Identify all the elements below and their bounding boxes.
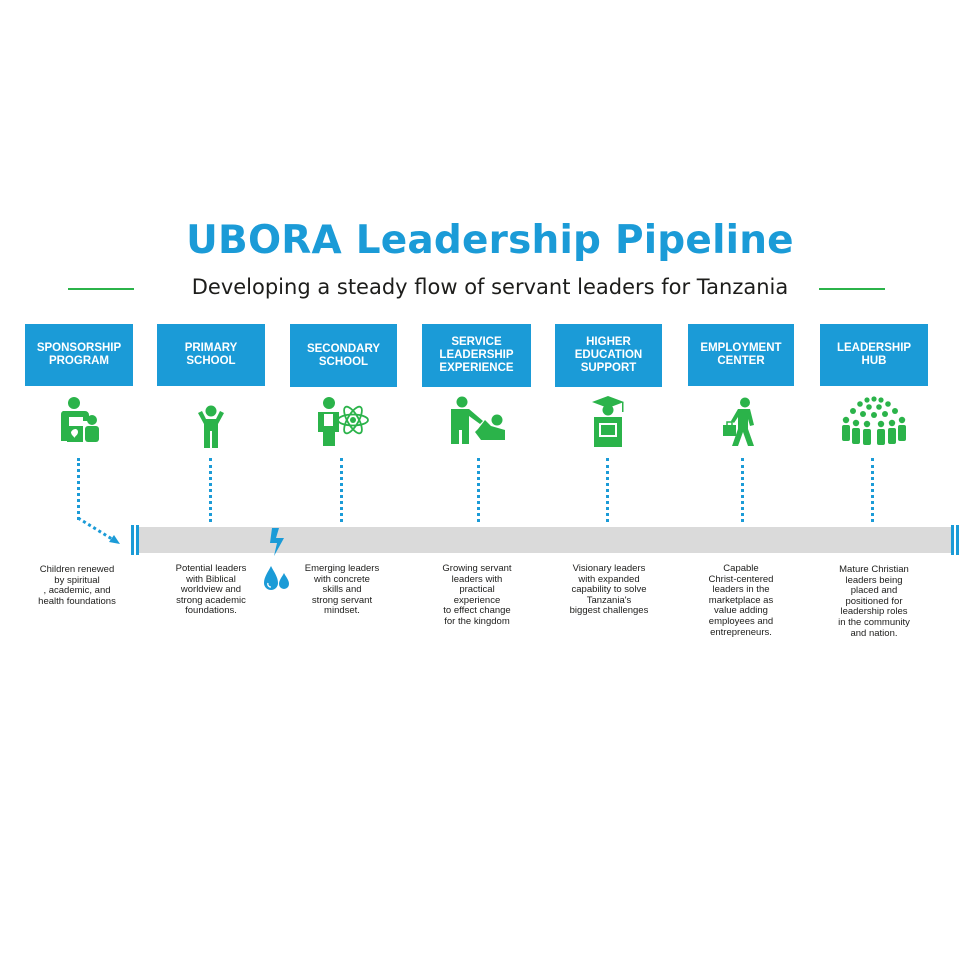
pipeline-cap-right-2 [956, 525, 959, 555]
stage-box-higher-ed: HIGHER EDUCATION SUPPORT [555, 324, 662, 387]
stage-box-sponsorship: SPONSORSHIP PROGRAM [25, 324, 133, 386]
crack-icon [270, 528, 284, 556]
stage-desc-employment: Capable Christ-centered leaders in the m… [708, 563, 774, 638]
stage-box-service: SERVICE LEADERSHIP EXPERIENCE [422, 324, 531, 387]
stage-desc-primary: Potential leaders with Biblical worldvie… [175, 563, 247, 617]
pipeline-cap-right-1 [951, 525, 954, 555]
title-rule-left [68, 288, 134, 290]
parent-child-icon [60, 397, 99, 442]
stage-box-secondary: SECONDARY SCHOOL [290, 324, 397, 387]
pipeline-cap-left-2 [136, 525, 139, 555]
stage-box-primary: PRIMARY SCHOOL [157, 324, 265, 386]
pipeline-bar [139, 527, 951, 553]
child-icon [198, 405, 224, 448]
water-drops-icon [264, 566, 289, 590]
connector-sponsorship [77, 458, 80, 520]
connector-arrow-icon [77, 516, 120, 544]
connector-higher-ed [606, 458, 609, 522]
connector-primary [209, 458, 212, 522]
helping-hand-icon [451, 396, 505, 444]
title-rule-right [819, 288, 885, 290]
stage-desc-higher-ed: Visionary leaders with expanded capabili… [569, 563, 649, 617]
stage-desc-leadership-hub: Mature Christian leaders being placed an… [838, 564, 910, 639]
stage-box-employment: EMPLOYMENT CENTER [688, 324, 794, 386]
connector-service [477, 458, 480, 522]
connector-secondary [340, 458, 343, 522]
graduate-icon [592, 396, 624, 447]
stage-desc-sponsorship: Children renewed by spiritual , academic… [38, 564, 116, 607]
student-atom-icon [318, 397, 369, 446]
crowd-icon [842, 396, 906, 445]
stage-desc-service: Growing servant leaders with practical e… [442, 563, 512, 627]
stage-desc-secondary: Emerging leaders with concrete skills an… [304, 563, 380, 617]
stage-box-leadership-hub: LEADERSHIP HUB [820, 324, 928, 386]
connector-leadership-hub [871, 458, 874, 522]
page-subtitle: Developing a steady flow of servant lead… [191, 275, 789, 299]
page-title: UBORA Leadership Pipeline [186, 218, 794, 263]
businessman-icon [723, 397, 754, 446]
connector-employment [741, 458, 744, 522]
pipeline-cap-left-1 [131, 525, 134, 555]
